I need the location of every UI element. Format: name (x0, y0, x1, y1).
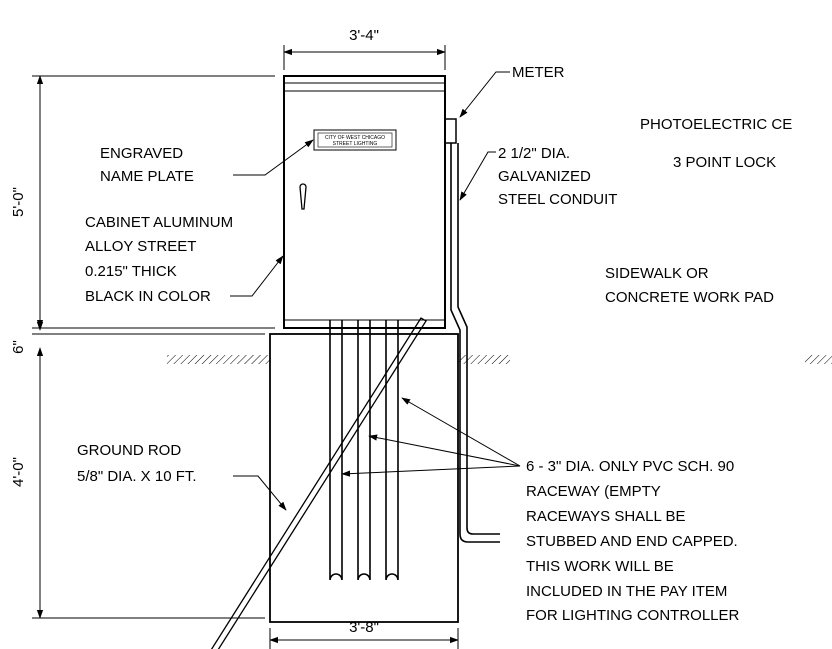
name-plate-label: ENGRAVED NAME PLATE (100, 145, 194, 185)
ground-hatch-right (458, 355, 510, 364)
svg-text:5/8" DIA. X 10 FT.: 5/8" DIA. X 10 FT. (77, 468, 197, 485)
meter-label: METER (512, 64, 565, 81)
svg-text:CABINET ALUMINUM: CABINET ALUMINUM (85, 214, 233, 231)
sidewalk-label: SIDEWALK OR CONCRETE WORK PAD (605, 265, 774, 306)
ground-hatch-left (167, 355, 270, 364)
cabinet: CITY OF WEST CHICAGO STREET LIGHTING (283, 75, 446, 329)
gap-height-dim: 6" (10, 340, 27, 354)
svg-text:RACEWAYS SHALL BE: RACEWAYS SHALL BE (526, 508, 686, 525)
base-width-dim: 3'-8" (349, 619, 379, 636)
pvc-raceways (329, 320, 399, 581)
svg-text:CONCRETE WORK PAD: CONCRETE WORK PAD (605, 289, 774, 306)
svg-text:RACEWAY (EMPTY: RACEWAY (EMPTY (526, 483, 661, 500)
cabinet-height-dim: 5'-0" (10, 187, 27, 217)
svg-text:NAME PLATE: NAME PLATE (100, 168, 194, 185)
plate-line-2: STREET LIGHTING (333, 141, 378, 147)
raceway-label: 6 - 3" DIA. ONLY PVC SCH. 90 RACEWAY (EM… (526, 458, 740, 624)
svg-text:6 - 3" DIA. ONLY PVC SCH. 90: 6 - 3" DIA. ONLY PVC SCH. 90 (526, 458, 734, 475)
svg-text:GALVANIZED: GALVANIZED (498, 168, 591, 185)
svg-text:STEEL CONDUIT: STEEL CONDUIT (498, 191, 617, 208)
cabinet-label: CABINET ALUMINUM ALLOY STREET 0.215" THI… (85, 214, 233, 305)
galvanized-conduit (450, 143, 500, 543)
ground-rod-label: GROUND ROD 5/8" DIA. X 10 FT. (77, 442, 197, 485)
cabinet-width-dim: 3'-4" (349, 27, 379, 44)
ground-hatch-far-right (805, 355, 832, 364)
name-plate (313, 129, 397, 151)
conduit-label: 2 1/2" DIA. GALVANIZED STEEL CONDUIT (498, 145, 617, 208)
lock-label: 3 POINT LOCK (673, 154, 776, 171)
ground-rod (210, 317, 427, 649)
svg-text:SIDEWALK OR: SIDEWALK OR (605, 265, 709, 282)
svg-text:2 1/2" DIA.: 2 1/2" DIA. (498, 145, 570, 162)
svg-text:BLACK IN COLOR: BLACK IN COLOR (85, 288, 211, 305)
svg-text:GROUND ROD: GROUND ROD (77, 442, 181, 459)
photoelectric-label: PHOTOELECTRIC CE (640, 116, 792, 133)
concrete-base (269, 333, 459, 623)
svg-text:ENGRAVED: ENGRAVED (100, 145, 183, 162)
svg-text:FOR LIGHTING CONTROLLER: FOR LIGHTING CONTROLLER (526, 607, 740, 624)
svg-text:INCLUDED IN THE PAY ITEM: INCLUDED IN THE PAY ITEM (526, 583, 727, 600)
base-height-dim: 4'-0" (10, 457, 27, 487)
plate-line-1: CITY OF WEST CHICAGO (325, 135, 385, 141)
meter-box (444, 118, 457, 144)
handle-icon (299, 183, 307, 210)
svg-text:ALLOY STREET: ALLOY STREET (85, 238, 196, 255)
svg-text:0.215" THICK: 0.215" THICK (85, 263, 177, 280)
svg-text:STUBBED AND END CAPPED.: STUBBED AND END CAPPED. (526, 533, 738, 550)
svg-text:THIS WORK WILL BE: THIS WORK WILL BE (526, 558, 674, 575)
